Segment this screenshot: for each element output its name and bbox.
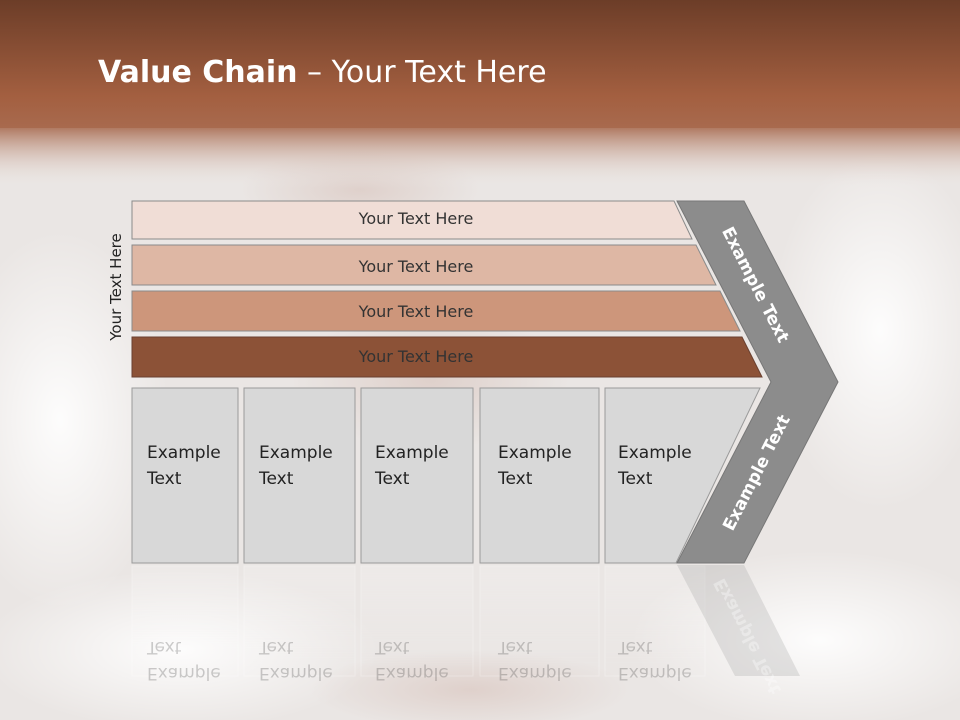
band-2[interactable] [131,244,717,286]
activity-cell-4[interactable] [479,387,600,564]
activity-cell-1[interactable] [131,387,239,564]
band-3-label: Your Text Here [358,302,474,321]
activity-cell-5[interactable] [604,387,761,564]
activity-cell-2[interactable] [243,387,356,564]
cells-reflection [131,565,706,677]
margin-chevron-reflection [677,565,800,676]
band-4[interactable] [131,336,763,378]
band-1[interactable] [131,200,693,240]
band-2-label: Your Text Here [358,257,474,276]
margin-chevron[interactable] [676,200,839,564]
band-3[interactable] [131,290,741,332]
slide-title: Value Chain – Your Text Here [98,55,547,90]
band-4-label: Your Text Here [358,347,474,366]
band-1-label: Your Text Here [358,209,474,228]
activity-cell-3[interactable] [360,387,474,564]
